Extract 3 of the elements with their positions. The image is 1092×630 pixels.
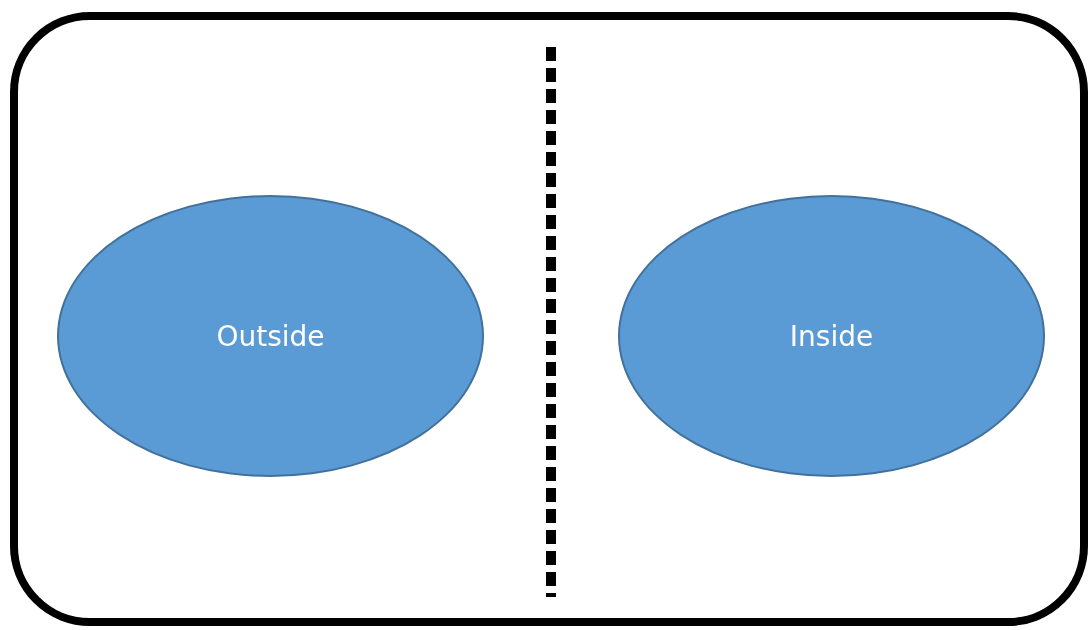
node-label: Inside — [789, 319, 874, 353]
node-label: Outside — [216, 319, 325, 353]
rounded-frame — [10, 12, 1088, 626]
